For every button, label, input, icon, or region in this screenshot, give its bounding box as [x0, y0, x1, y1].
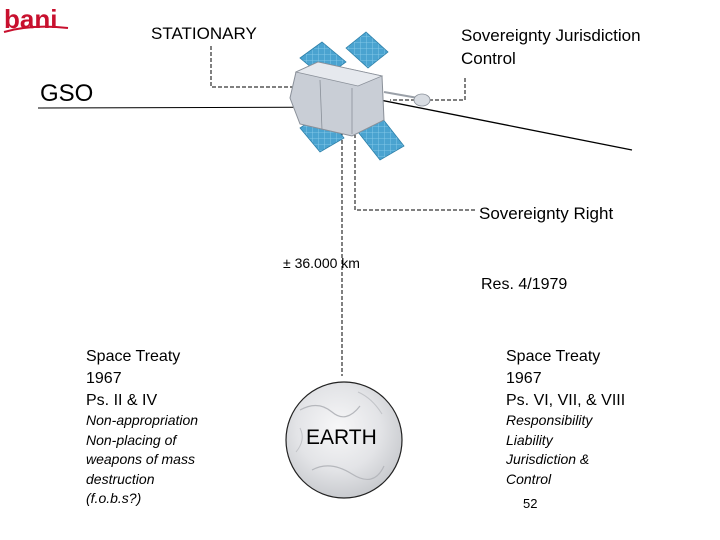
sovereignty-jurisdiction-label: Sovereignty Jurisdiction Control	[461, 24, 641, 70]
page-number: 52	[523, 496, 538, 511]
right-note-line: Responsibility	[506, 412, 593, 428]
left-treaty-block: Space Treaty 1967 Ps. II & IV	[86, 346, 180, 412]
earth-cloud	[295, 427, 303, 453]
logo-swoosh	[3, 25, 69, 33]
stationary-leader	[210, 46, 325, 88]
right-treaty-block: Space Treaty 1967 Ps. VI, VII, & VIII	[506, 346, 625, 412]
satellite-body-seam	[319, 79, 323, 131]
right-note-line: Liability	[506, 431, 553, 448]
right-treaty-line: Space Treaty	[506, 348, 601, 365]
resolution-label: Res. 4/1979	[481, 276, 568, 293]
earth-cloud	[299, 404, 361, 418]
left-note-line: (f.o.b.s?)	[86, 490, 142, 506]
satellite-icon	[289, 31, 431, 161]
antenna-dish	[413, 93, 431, 107]
gso-label: GSO	[40, 80, 94, 107]
logo-text: bani	[4, 6, 57, 34]
right-treaty-line: 1967	[506, 370, 542, 387]
left-note-line: Non-appropriation	[86, 412, 199, 428]
left-note-line: Non-placing of	[86, 431, 177, 448]
right-notes-block: Responsibility Liability Jurisdiction & …	[506, 411, 592, 489]
sovereignty-right-label: Sovereignty Right	[479, 204, 614, 223]
distance-label: ± 36.000 km	[283, 255, 360, 271]
stationary-label: STATIONARY	[151, 24, 257, 43]
right-note-line: Jurisdiction &	[506, 451, 590, 467]
sovereignty-right-leader	[354, 110, 475, 211]
right-treaty-line: Ps. VI, VII, & VIII	[506, 392, 626, 409]
solar-panel	[345, 31, 389, 69]
earth-label: EARTH	[306, 426, 377, 449]
left-notes-block: Non-appropriation Non-placing of weapons…	[86, 411, 198, 509]
sovereignty-jurisdiction-line: Control	[461, 49, 516, 68]
satellite-body-face	[294, 61, 384, 87]
earth-cloud	[357, 391, 383, 415]
right-note-line: Control	[506, 470, 552, 487]
left-treaty-line: Space Treaty	[86, 348, 181, 365]
left-treaty-line: 1967	[86, 370, 122, 387]
bani-logo: bani	[3, 6, 69, 34]
antenna-boom	[383, 91, 419, 99]
gso-orbit-line-right	[379, 99, 633, 151]
left-note-line: weapons of mass	[86, 451, 195, 467]
left-note-line: destruction	[86, 470, 155, 487]
left-treaty-line: Ps. II & IV	[86, 392, 158, 409]
earth-cloud	[311, 465, 385, 481]
sovereignty-jurisdiction-line: Sovereignty Jurisdiction	[461, 26, 641, 45]
